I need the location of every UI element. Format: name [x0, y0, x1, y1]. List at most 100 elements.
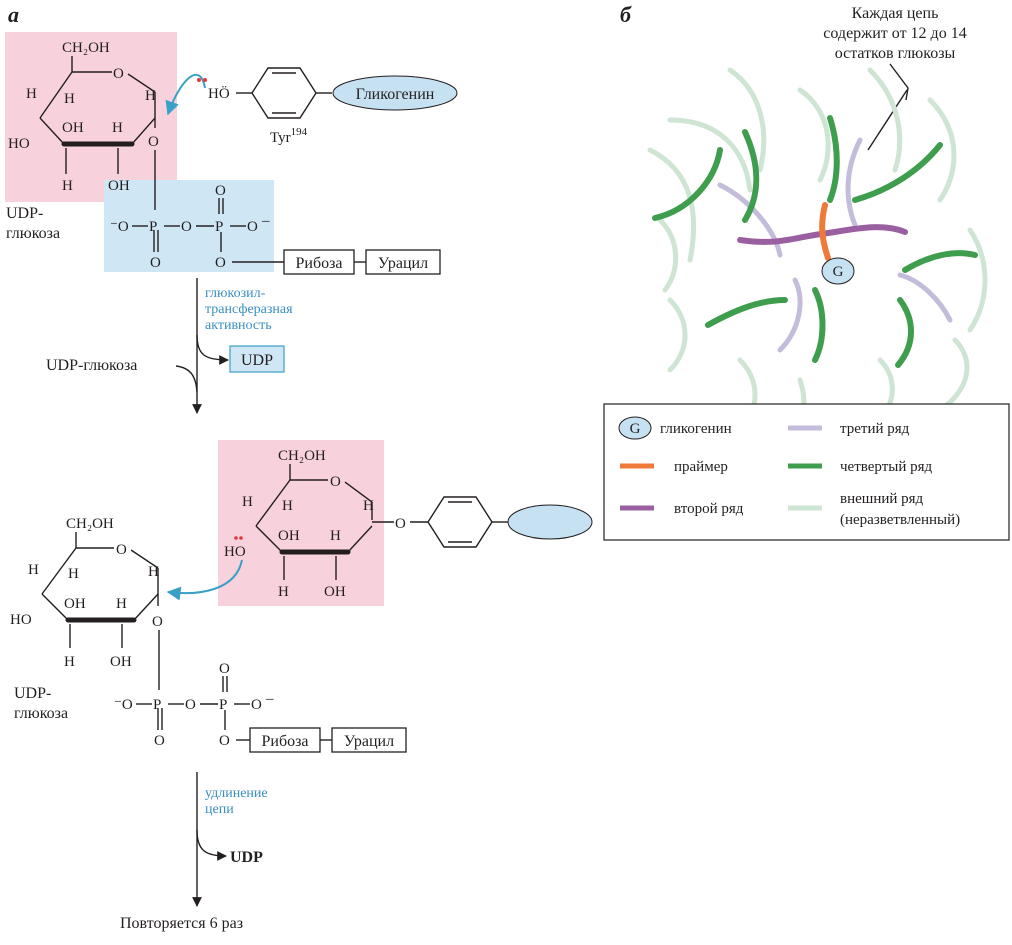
legend-fourth: четвертый ряд: [840, 459, 933, 475]
annotation-line: Каждая цепь: [852, 5, 939, 22]
oxygen-atom: O: [219, 733, 230, 749]
oxygen-atom: O: [150, 255, 161, 271]
ring-oxygen: O: [330, 474, 341, 490]
oxygen-atom: O: [215, 183, 226, 199]
primer-chain: [819, 202, 831, 261]
bridge-oxygen: O: [181, 219, 192, 235]
benzene-ring-1: [251, 67, 317, 119]
h-atom: H: [330, 528, 341, 544]
h-atom: H: [112, 120, 123, 136]
ho-group: HO: [10, 612, 32, 628]
fourth-row-chains: [652, 115, 978, 368]
glucose-ring-2: CH₂OH O H H H HO OH H H OH O: [10, 516, 163, 690]
glycogenin-ellipse: [332, 75, 458, 111]
ch2oh-label: CH₂OH: [278, 448, 326, 464]
udp-glucose-input: UDP-глюкоза: [46, 357, 137, 374]
h-atom: H: [282, 498, 293, 514]
udp-glucose-label-2b: глюкоза: [14, 705, 68, 722]
glycosidic-oxygen: O: [148, 134, 159, 150]
udp-glucose-label-2: UDP-: [14, 685, 51, 702]
oxygen-atom: O: [251, 697, 262, 713]
uracil-label: Урацил: [344, 733, 394, 750]
oxygen-atom: O: [154, 733, 165, 749]
h-atom: H: [148, 564, 159, 580]
ribose-label: Рибоза: [295, 255, 342, 272]
ribose-label: Рибоза: [261, 733, 308, 750]
phosphorus-atom: P: [153, 697, 161, 713]
udp-glucose-label-1b: глюкоза: [6, 225, 60, 242]
phosphorus-atom: P: [219, 697, 227, 713]
glucose-highlight-2: [218, 440, 384, 606]
linkage-oxygen: O: [395, 516, 406, 532]
ring-oxygen: O: [113, 66, 124, 82]
ring-oxygen: O: [116, 542, 127, 558]
oxygen-atom: O: [247, 219, 258, 235]
udp-box: [229, 345, 285, 373]
ch2oh-label: CH₂OH: [62, 40, 110, 56]
legend-glycogenin-symbol: [618, 416, 652, 440]
glycogenin-center: [821, 257, 855, 285]
tyr-label: Tyr194: [270, 126, 308, 146]
glucose-highlight-1: [5, 32, 177, 202]
enzyme-label: трансферазная: [205, 302, 293, 317]
minus-sign: –: [265, 691, 274, 707]
nucleophile-arrow-1: [165, 73, 206, 116]
annotation-bracket: [889, 63, 909, 101]
glucose-ring-1: CH₂OH O H H H HO OH H H OH O: [8, 40, 159, 210]
uracil-label: Урацил: [378, 255, 428, 272]
tyr-hydroxyl: HÖ: [208, 85, 230, 102]
third-row-chains: [717, 137, 953, 353]
o-minus: ⁻O: [114, 697, 133, 713]
h-atom: H: [28, 562, 39, 578]
diphosphate-1: ⁻O P O P O – O O O Рибоза Урацил: [110, 183, 441, 275]
oxygen-atom: O: [219, 661, 230, 677]
udp-glucose-label-1: UDP-: [6, 205, 43, 222]
oh-group: OH: [324, 584, 346, 600]
glycosidic-oxygen: O: [152, 614, 163, 630]
uracil-box-1: [365, 249, 441, 275]
legend-third: третий ряд: [840, 421, 910, 437]
h-atom: H: [64, 654, 75, 670]
h-atom: H: [145, 88, 156, 104]
ch2oh-label: CH₂OH: [66, 516, 114, 532]
oxygen-atom: O: [215, 255, 226, 271]
legend-glycogenin: гликогенин: [660, 421, 732, 437]
glycogen-branching-diagram: G: [647, 67, 988, 443]
ho-group-nucleophile: HO: [224, 544, 246, 560]
outer-chains: [647, 67, 988, 443]
oh-group: OH: [110, 654, 132, 670]
udp-label: UDP: [241, 352, 273, 369]
benzene-ring-2: [427, 496, 493, 548]
phosphorus-atom: P: [215, 219, 223, 235]
minus-sign: –: [261, 213, 270, 229]
oh-group: OH: [278, 528, 300, 544]
o-minus: ⁻O: [110, 219, 129, 235]
oh-group: OH: [108, 178, 130, 194]
legend-primer: праймер: [674, 459, 728, 475]
h-atom: H: [64, 91, 75, 107]
lone-pair-dot: [197, 78, 201, 82]
repeat-label: Повторяется 6 раз: [120, 915, 243, 932]
uracil-box-2: [331, 727, 407, 753]
oh-group: OH: [62, 120, 84, 136]
glycogenin-label: Гликогенин: [356, 86, 435, 103]
h-atom: H: [68, 566, 79, 582]
legend: G гликогенин праймер второй ряд третий р…: [603, 403, 1010, 541]
legend-second: второй ряд: [674, 501, 744, 517]
h-atom: H: [242, 494, 253, 510]
glucose-ring-attached: CH₂OH O H H H HO OH H H OH O: [224, 448, 593, 600]
h-atom: H: [26, 86, 37, 102]
udp-release-arrow-2: [196, 829, 227, 861]
enzyme-label: глюкозил-: [205, 286, 266, 301]
h-atom: H: [363, 498, 374, 514]
elongation-label: удлинение: [205, 786, 268, 801]
glycogenin-center-label: G: [833, 264, 844, 280]
annotation-pointer: [867, 89, 908, 151]
legend-outer: внешний ряд: [840, 491, 924, 507]
udp-release-arrow-1: [196, 334, 229, 365]
legend-g-label: G: [630, 421, 641, 437]
elongation-label: цепи: [205, 802, 234, 817]
udp-glucose-input-arrow: [175, 365, 198, 393]
